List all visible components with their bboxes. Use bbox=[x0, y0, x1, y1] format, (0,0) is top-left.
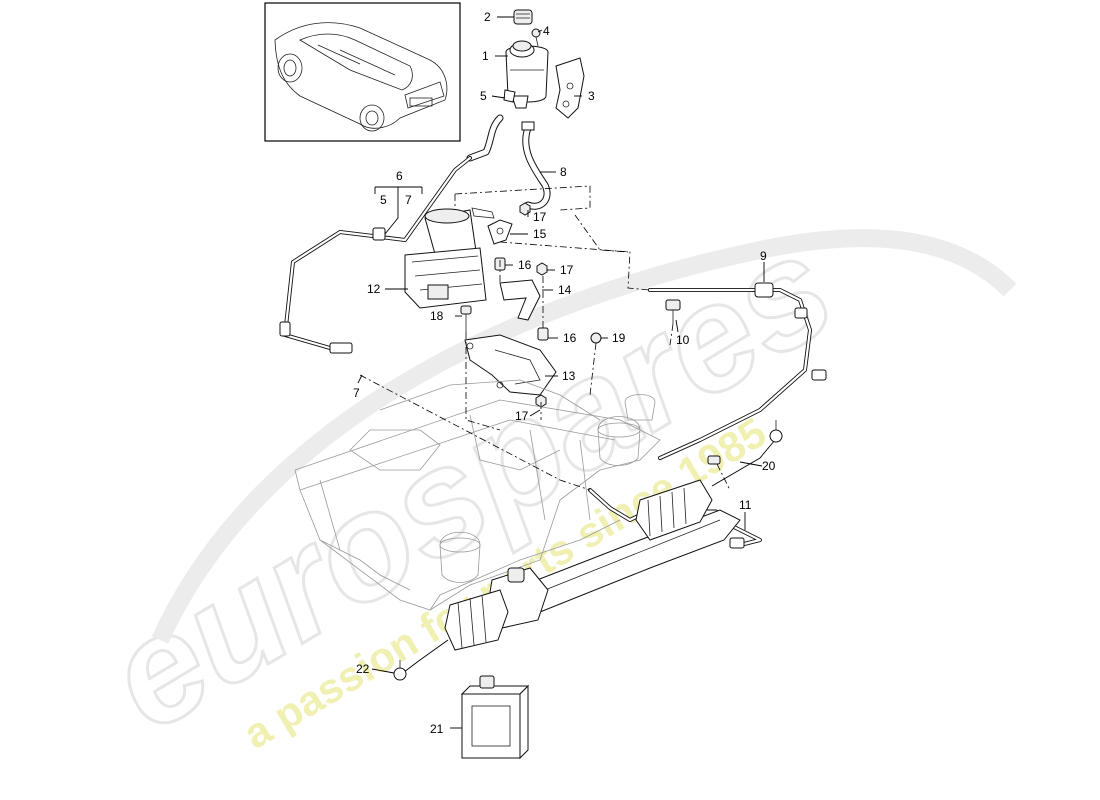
callouts: 2 1 3 4 5 7 8 9 10 11 12 13 14 15 16 16 … bbox=[353, 10, 776, 736]
pressure-line bbox=[648, 282, 827, 460]
watermark: eurospares a passion for parts since 198… bbox=[78, 200, 1017, 764]
callout-18: 18 bbox=[430, 309, 444, 323]
nut-17b bbox=[536, 262, 548, 276]
steering-gear bbox=[444, 479, 741, 651]
callout-17b: 17 bbox=[560, 263, 574, 277]
group-label-top: 6 bbox=[396, 169, 403, 183]
bracket-screw bbox=[531, 28, 541, 47]
callout-12: 12 bbox=[367, 282, 381, 296]
callout-15: 15 bbox=[533, 227, 547, 241]
group-label: 6 5 7 bbox=[374, 169, 423, 235]
callout-3: 3 bbox=[588, 89, 595, 103]
assembly-lines bbox=[359, 185, 731, 491]
callout-19: 19 bbox=[612, 331, 626, 345]
nut-17a bbox=[519, 202, 531, 216]
callout-8: 8 bbox=[560, 165, 567, 179]
bolt-10 bbox=[665, 299, 681, 324]
callout-7: 7 bbox=[353, 386, 360, 400]
mount-bracket-15 bbox=[487, 219, 513, 245]
callout-2: 2 bbox=[484, 10, 491, 24]
callout-20: 20 bbox=[762, 459, 776, 473]
callout-17c: 17 bbox=[515, 409, 529, 423]
callout-22: 22 bbox=[356, 662, 370, 676]
vehicle-thumbnail bbox=[264, 2, 461, 142]
group-label-left: 5 bbox=[380, 193, 387, 207]
mount-bracket-14 bbox=[499, 279, 541, 321]
nut-16b bbox=[537, 327, 549, 341]
callout-5: 5 bbox=[480, 89, 487, 103]
callout-11: 11 bbox=[739, 498, 752, 512]
return-hose bbox=[279, 114, 504, 354]
pump-motor bbox=[404, 207, 495, 309]
bolt-18 bbox=[460, 305, 472, 332]
callout-21: 21 bbox=[430, 722, 444, 736]
callout-16a: 16 bbox=[518, 258, 532, 272]
leader-lines bbox=[357, 16, 765, 729]
callout-16b: 16 bbox=[563, 331, 577, 345]
reservoir-cap bbox=[513, 9, 533, 25]
callout-14: 14 bbox=[558, 283, 572, 297]
callout-9: 9 bbox=[760, 249, 767, 263]
hose-clip bbox=[503, 89, 516, 103]
callout-4: 4 bbox=[543, 24, 550, 38]
reservoir-bracket bbox=[555, 57, 585, 119]
fluid-can bbox=[460, 675, 530, 760]
callout-10: 10 bbox=[676, 333, 690, 347]
callout-13: 13 bbox=[562, 369, 576, 383]
group-label-right: 7 bbox=[405, 193, 412, 207]
nut-17c bbox=[535, 394, 547, 408]
fluid-reservoir bbox=[505, 40, 549, 109]
tie-rod-end-right bbox=[707, 420, 783, 487]
callout-17a: 17 bbox=[533, 210, 547, 224]
carrier-plate bbox=[464, 334, 557, 396]
supply-hose bbox=[521, 121, 551, 210]
tie-rod-end-left bbox=[393, 639, 449, 681]
watermark-swoosh bbox=[151, 229, 1017, 644]
callout-1: 1 bbox=[482, 49, 489, 63]
bolt-19 bbox=[590, 332, 602, 344]
